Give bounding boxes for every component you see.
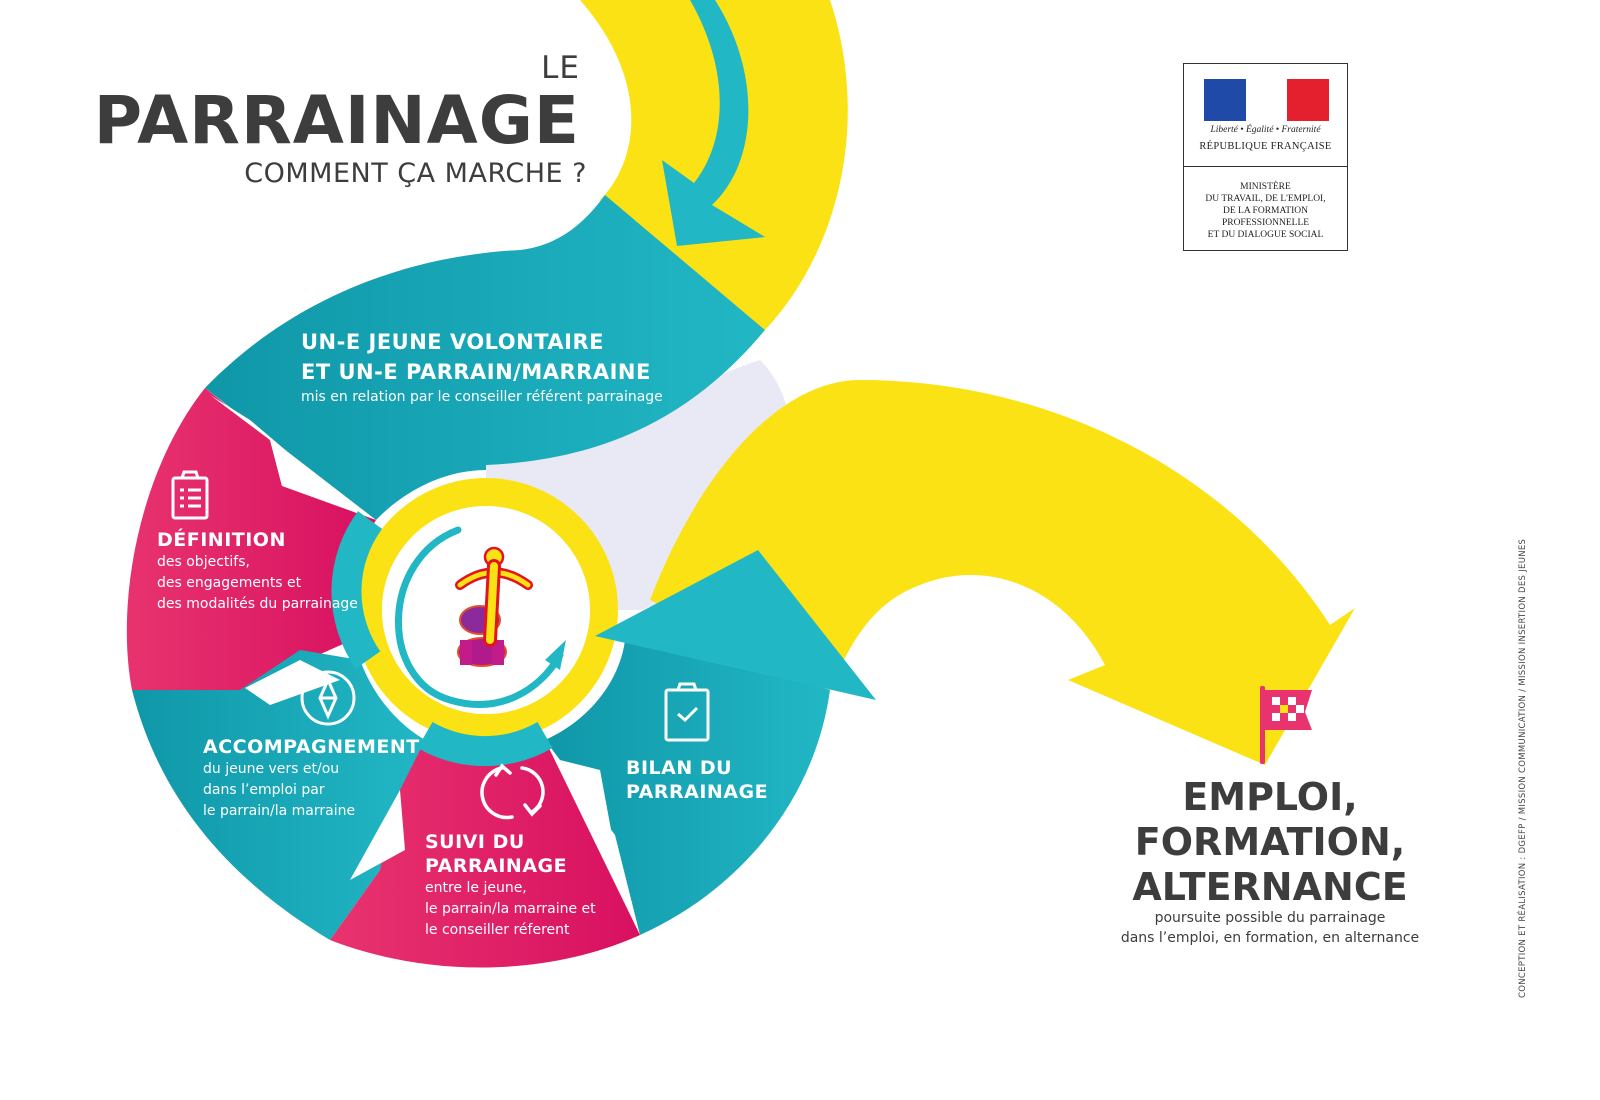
credit-text: CONCEPTION ET RÉALISATION : DGEFP / MISS… (1518, 538, 1528, 998)
step-description: du jeune vers et/ou (203, 761, 340, 777)
step-description: entre le jeune, (425, 880, 527, 896)
step-description: des modalités du parrainage (157, 596, 358, 612)
refresh-cycle-icon (480, 763, 545, 820)
republic-motto: Liberté • Égalité • Fraternité (1210, 125, 1321, 135)
compass-icon (300, 670, 356, 726)
step-2-band (126, 388, 376, 690)
step-description: des objectifs, (157, 554, 250, 570)
clipboard-check-icon (664, 682, 710, 742)
step-title: PARRAINAGE (626, 781, 769, 803)
clipboard-list-icon (171, 470, 209, 520)
step-title: UN-E JEUNE VOLONTAIRE (301, 330, 605, 354)
bilan-arrowhead (595, 550, 876, 700)
center-arrow-head-icon (545, 640, 566, 670)
result-title-line: ALTERNANCE (1132, 865, 1408, 909)
step-mise-en-relation: UN-E JEUNE VOLONTAIRE ET UN-E PARRAIN/MA… (301, 327, 663, 408)
step-5-band (545, 640, 830, 935)
page-subtitle: COMMENT ÇA MARCHE ? (244, 158, 587, 189)
step-1-band (205, 195, 765, 520)
page-title: PARRAINAGE (93, 82, 580, 159)
ministry-line: PROFESSIONNELLE (1221, 218, 1310, 228)
step-definition: DÉFINITION des objectifs, des engagement… (157, 528, 358, 615)
step-title: SUIVI DU (425, 831, 525, 853)
step-title: ET UN-E PARRAIN/MARRAINE (301, 360, 651, 384)
top-yellow-arc (580, 0, 848, 330)
result-title-line: EMPLOI, (1182, 775, 1358, 819)
step-description: des engagements et (157, 575, 302, 591)
step-bilan: BILAN DU PARRAINAGE (626, 756, 768, 804)
ministry-line: MINISTÈRE (1240, 182, 1291, 192)
checkered-flag-icon (1260, 686, 1312, 764)
step-suivi: SUIVI DU PARRAINAGE entre le jeune, le p… (425, 830, 596, 941)
two-figures-icon (455, 546, 533, 667)
step-title: BILAN DU (626, 757, 733, 779)
step-description: le parrain/la marraine et (425, 901, 596, 917)
result-desc-line: poursuite possible du parrainage (1154, 910, 1386, 926)
ministry-logo: Liberté • Égalité • Fraternité RÉPUBLIQU… (1183, 63, 1348, 251)
step-description: dans l’emploi par (203, 782, 325, 798)
step-description: le conseiller réferent (425, 922, 570, 938)
step-description: le parrain/la marraine (203, 803, 356, 819)
step-title: DÉFINITION (157, 529, 286, 551)
step-title: PARRAINAGE (425, 855, 568, 877)
french-flag-icon (1204, 79, 1330, 121)
result-description: poursuite possible du parrainage dans l’… (1100, 908, 1440, 948)
step-3-band (132, 650, 425, 940)
republic-name: RÉPUBLIQUE FRANÇAISE (1199, 141, 1332, 152)
ministry-line: ET DU DIALOGUE SOCIAL (1207, 230, 1324, 240)
marianne-block: Liberté • Égalité • Fraternité RÉPUBLIQU… (1184, 64, 1347, 167)
step-title: ACCOMPAGNEMENT (203, 736, 420, 758)
result-desc-line: dans l’emploi, en formation, en alternan… (1120, 930, 1420, 946)
ministry-line: DU TRAVAIL, DE L'EMPLOI, (1205, 194, 1326, 204)
step-4-band (330, 740, 640, 968)
title-prefix: LE (541, 50, 580, 86)
inner-yellow-ring (354, 478, 618, 742)
ministry-name: MINISTÈRE DU TRAVAIL, DE L'EMPLOI, DE LA… (1184, 167, 1347, 241)
step-accompagnement: ACCOMPAGNEMENT du jeune vers et/ou dans … (203, 735, 420, 822)
result-title-line: FORMATION, (1134, 820, 1406, 864)
ministry-line: DE LA FORMATION (1223, 206, 1308, 216)
result-title: EMPLOI, FORMATION, ALTERNANCE (1110, 775, 1430, 910)
step-description: mis en relation par le conseiller référe… (301, 389, 663, 405)
